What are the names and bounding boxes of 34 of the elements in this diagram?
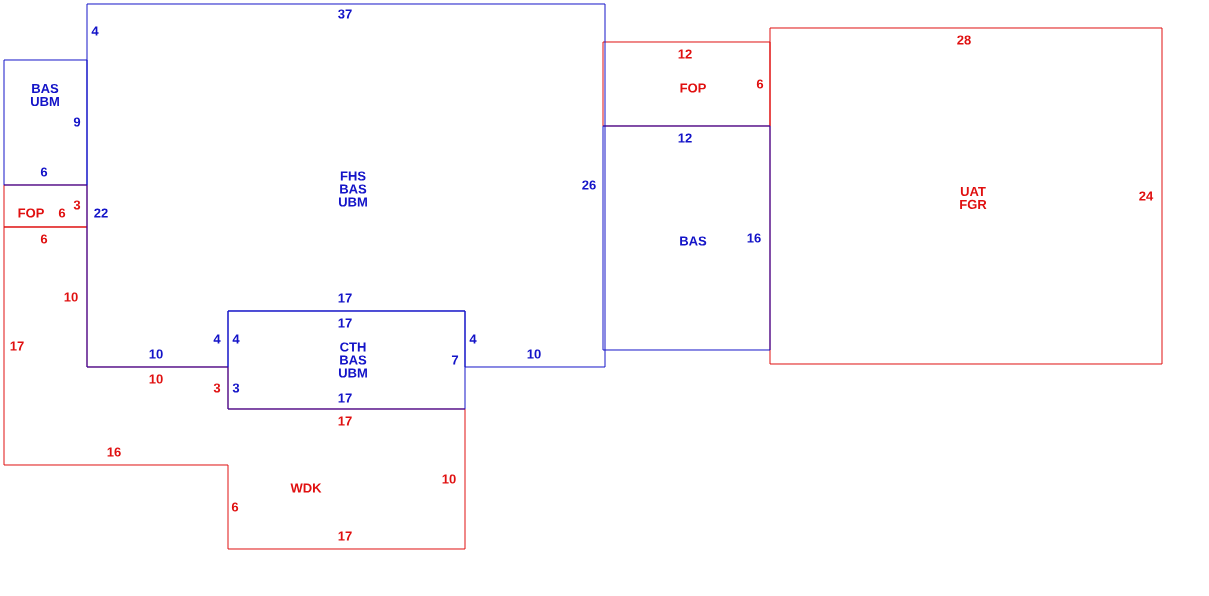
dimension-label: 6: [40, 167, 48, 177]
dimension-label: 6: [231, 502, 239, 512]
dimension-label: 17: [338, 318, 352, 328]
dimension-label: 22: [94, 208, 108, 218]
dimension-label: 17: [338, 393, 352, 403]
dimension-label: 26: [582, 180, 596, 190]
dimension-label: 4: [469, 334, 477, 344]
dimension-label: 3: [73, 200, 81, 210]
dimension-label: 4: [91, 26, 99, 36]
dimension-label: 4: [213, 334, 221, 344]
dimension-label: 9: [73, 117, 81, 127]
dimension-label: 28: [957, 35, 971, 45]
dimension-label: 24: [1139, 191, 1154, 201]
dimension-label: 10: [527, 349, 541, 359]
dimension-label: 17: [338, 416, 352, 426]
dimension-label: 17: [338, 531, 352, 541]
dimension-label: 7: [451, 355, 459, 365]
dimension-label: 3: [213, 383, 221, 393]
dimension-label: 16: [107, 447, 121, 457]
dimension-label: 10: [64, 292, 78, 302]
dimension-label: 10: [149, 349, 163, 359]
dimension-label: 4: [232, 334, 240, 344]
dimension-label: 17: [338, 293, 352, 303]
dimension-label: 12: [678, 133, 692, 143]
dimension-label: 6: [40, 234, 48, 244]
dimension-label: 3: [232, 383, 240, 393]
dimension-label: 37: [338, 9, 352, 19]
dimension-label: 6: [756, 79, 764, 89]
dimension-label: 10: [442, 474, 456, 484]
dimension-label: 10: [149, 374, 163, 384]
dimension-label: 16: [747, 233, 761, 243]
dimension-label: 12: [678, 49, 692, 59]
dimension-label: 6: [58, 208, 66, 218]
dimension-label: 17: [10, 341, 24, 351]
